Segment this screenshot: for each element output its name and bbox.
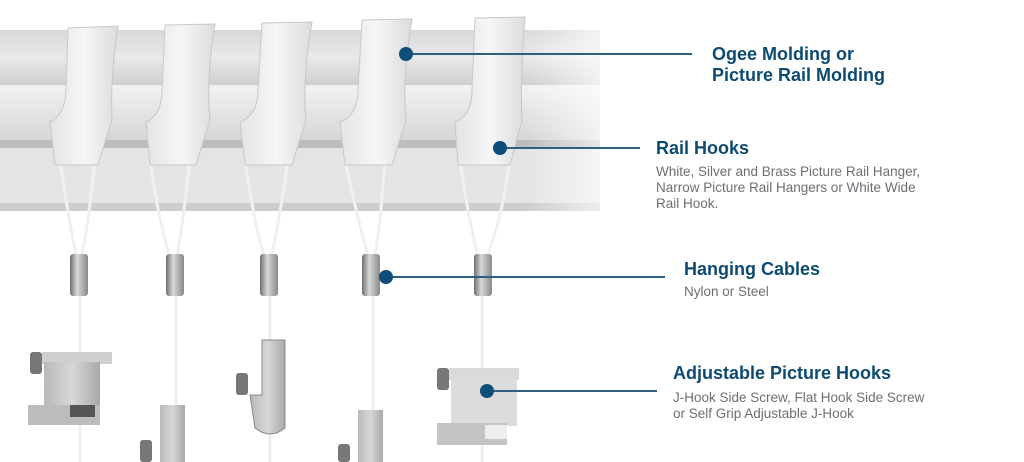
callout-line-hanging-cables (386, 276, 665, 278)
callout-dot-molding (399, 47, 413, 61)
rail-hooks-desc-line1: White, Silver and Brass Picture Rail Han… (656, 164, 921, 179)
callout-dot-adjustable-hooks (480, 384, 494, 398)
label-hanging-cables: Hanging Cables Nylon or Steel (684, 259, 820, 300)
callout-line-molding (406, 53, 692, 55)
callout-line-rail-hooks (500, 147, 640, 149)
rail-hooks-title: Rail Hooks (656, 138, 750, 158)
hanging-cables-description: Nylon or Steel (684, 284, 769, 299)
adjustable-hooks-description: J-Hook Side Screw, Flat Hook Side Screw … (673, 390, 924, 422)
molding-title-line2: Picture Rail Molding (712, 65, 886, 85)
adjustable-hooks-desc-line1: J-Hook Side Screw, Flat Hook Side Screw (673, 390, 925, 405)
adjustable-hooks-title: Adjustable Picture Hooks (673, 363, 892, 383)
adjustable-hooks-desc-line2: or Self Grip Adjustable J-Hook (673, 406, 854, 421)
callout-dot-hanging-cables (379, 270, 393, 284)
rail-hooks-desc-line2: Narrow Picture Rail Hangers or White Wid… (656, 180, 916, 195)
rail-hooks-description: White, Silver and Brass Picture Rail Han… (656, 164, 920, 212)
molding-title-line1: Ogee Molding or (712, 44, 854, 64)
label-adjustable-hooks: Adjustable Picture Hooks J-Hook Side Scr… (673, 363, 924, 422)
hanging-cables-title: Hanging Cables (684, 259, 821, 279)
label-rail-hooks: Rail Hooks White, Silver and Brass Pictu… (656, 138, 920, 212)
product-illustration (0, 0, 640, 462)
label-molding: Ogee Molding or Picture Rail Molding (712, 44, 885, 86)
callout-dot-rail-hooks (493, 141, 507, 155)
callout-line-adjustable-hooks (487, 390, 657, 392)
rail-hooks-desc-line3: Rail Hook. (656, 196, 719, 211)
